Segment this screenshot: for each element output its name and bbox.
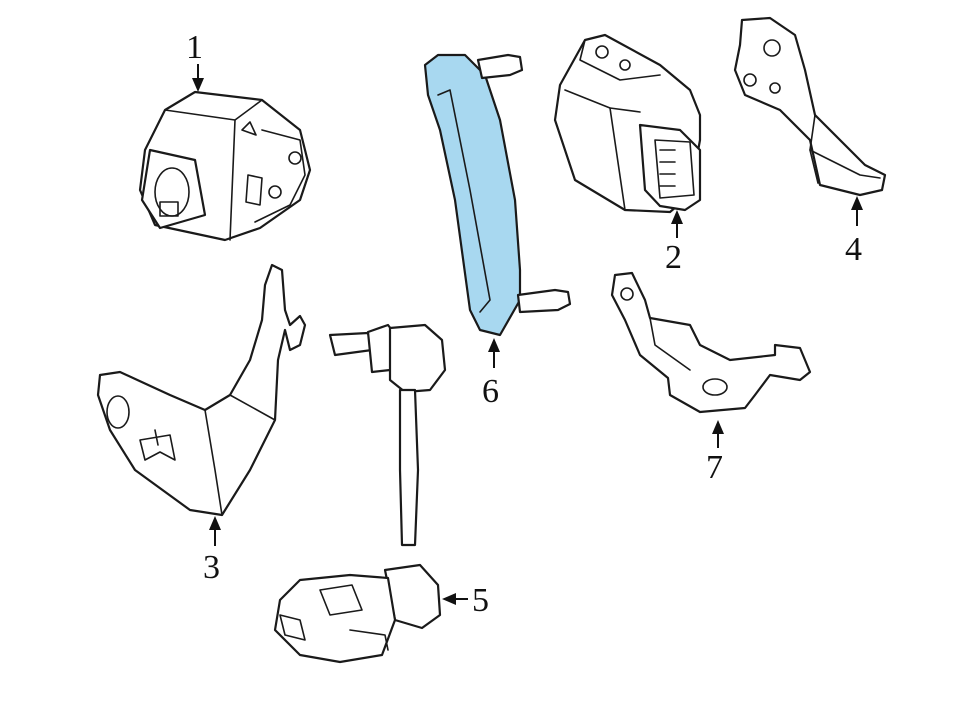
part-1-sensor[interactable] [138, 90, 312, 242]
svg-text:6: 6 [482, 373, 499, 410]
part-6-link[interactable] [423, 53, 572, 337]
callout-6: 6 [482, 338, 500, 410]
svg-text:4: 4 [845, 231, 862, 268]
part-4-bracket[interactable] [733, 16, 887, 197]
svg-text:3: 3 [203, 549, 220, 586]
part-3-bracket[interactable] [96, 263, 307, 517]
svg-text:1: 1 [186, 29, 203, 66]
callout-7: 7 [706, 420, 724, 486]
part-7-plate[interactable] [610, 271, 812, 414]
part-2-sensor[interactable] [553, 33, 702, 214]
callout-3: 3 [203, 516, 221, 586]
part-5-sensor-link[interactable] [273, 323, 447, 664]
callout-4: 4 [845, 196, 863, 268]
callout-2: 2 [665, 210, 683, 276]
callout-5: 5 [442, 582, 489, 619]
svg-text:2: 2 [665, 239, 682, 276]
svg-text:5: 5 [472, 582, 489, 619]
svg-text:7: 7 [706, 449, 723, 486]
callout-1: 1 [186, 29, 204, 92]
